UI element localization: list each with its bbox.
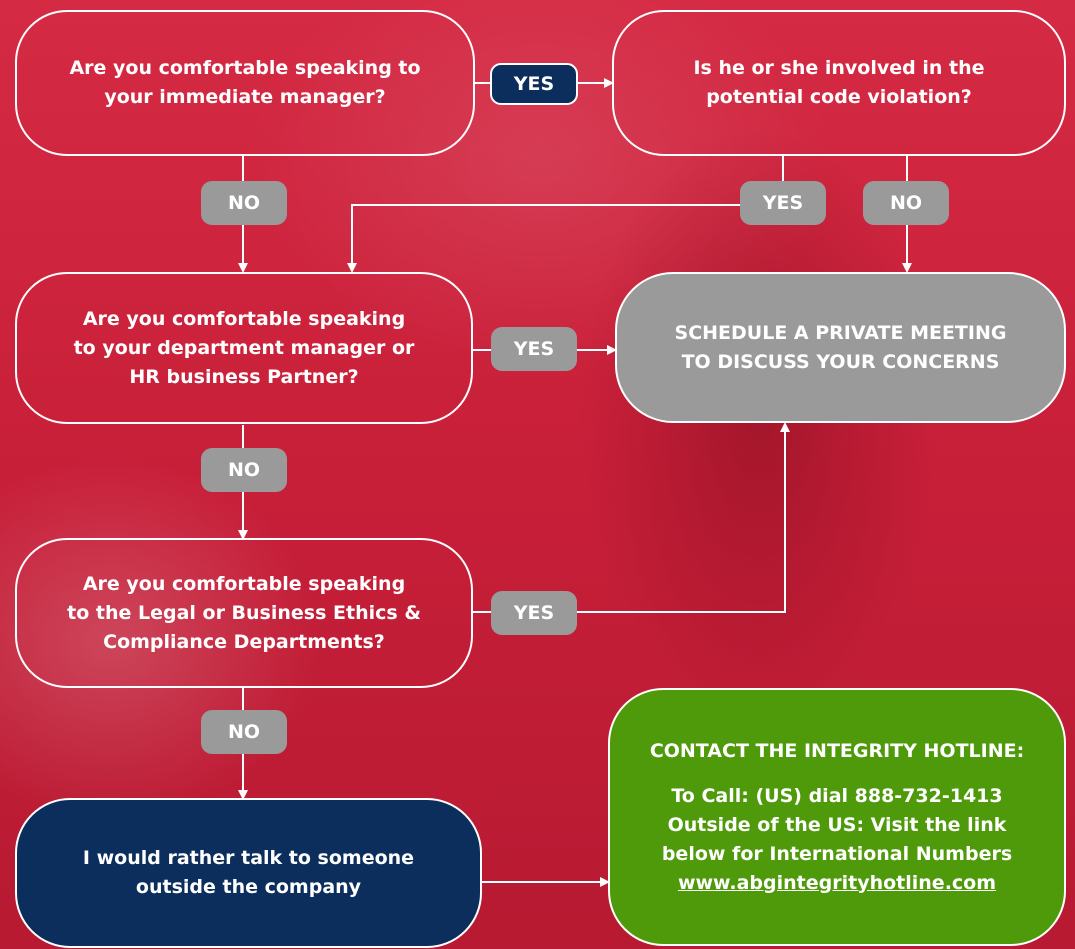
outside-company-box: I would rather talk to someone outside t… xyxy=(15,798,482,948)
yes-badge-q1: YES xyxy=(490,63,578,105)
no-badge-q2: NO xyxy=(863,181,949,225)
no-badge-q4: NO xyxy=(201,710,287,754)
no-badge-q1: NO xyxy=(201,181,287,225)
no-badge-q3: NO xyxy=(201,448,287,492)
integrity-hotline-box: CONTACT THE INTEGRITY HOTLINE: To Call: … xyxy=(608,688,1066,946)
arrow-q4-to-meeting xyxy=(472,422,790,613)
private-meeting-box: SCHEDULE A PRIVATE MEETING TO DISCUSS YO… xyxy=(615,272,1066,423)
hotline-international: below for International Numbers xyxy=(661,842,1013,865)
yes-badge-q2: YES xyxy=(740,181,826,225)
yes-badge-q3: YES xyxy=(491,327,577,371)
question-legal-ethics: Are you comfortable speaking to the Lega… xyxy=(15,538,473,688)
hotline-title: CONTACT THE INTEGRITY HOTLINE: xyxy=(649,739,1025,762)
question-immediate-manager: Are you comfortable speaking to your imm… xyxy=(15,10,475,156)
question-manager-involved: Is he or she involved in the potential c… xyxy=(612,10,1066,156)
arrow-q2-yes-to-q3 xyxy=(347,155,784,273)
hotline-outside-us: Outside of the US: Visit the link xyxy=(667,813,1007,836)
hotline-us-number: To Call: (US) dial 888-732-1413 xyxy=(671,784,1003,807)
hotline-link[interactable]: www.abgintegrityhotline.com xyxy=(677,871,997,894)
yes-badge-q4: YES xyxy=(491,591,577,635)
question-department-manager: Are you comfortable speaking to your dep… xyxy=(15,272,473,424)
